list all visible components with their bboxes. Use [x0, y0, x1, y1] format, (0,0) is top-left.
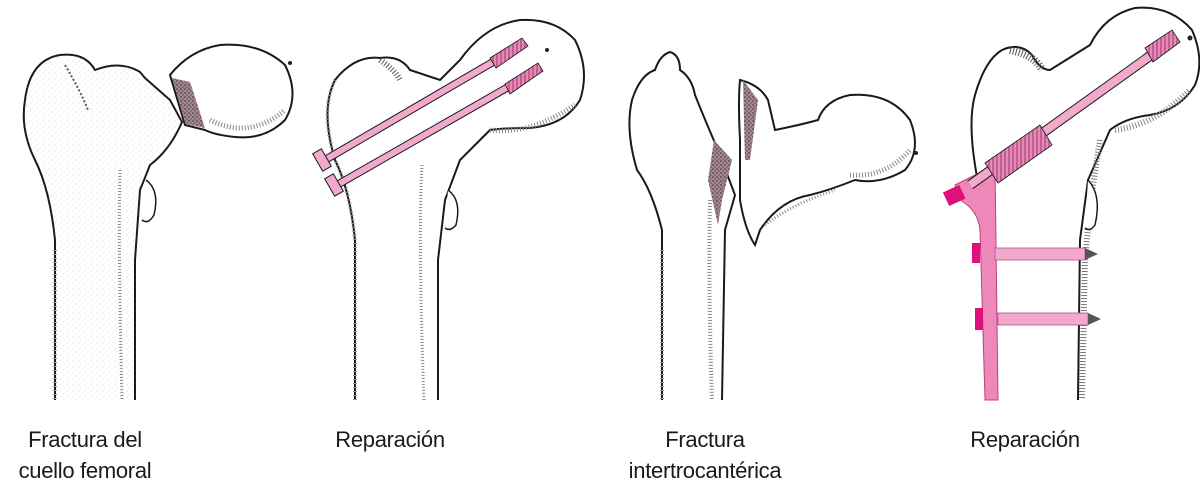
- caption-femoral-neck-repair: Reparación: [320, 424, 460, 455]
- caption-line-2: cuello femoral: [18, 458, 152, 483]
- panel-intertrochanteric-repair: Reparación: [940, 0, 1200, 452]
- caption-line-1: Reparación: [335, 427, 445, 452]
- femur-intertrochanteric-fracture-illustration: [628, 50, 918, 401]
- cortical-screw-upper: [994, 247, 1098, 261]
- side-plate: [942, 164, 999, 401]
- caption-line-1: Reparación: [970, 427, 1080, 452]
- caption-intertrochanteric-fracture: Fractura intertrocantérica: [600, 424, 810, 486]
- caption-line-1: Fractura del: [28, 427, 142, 452]
- femur-intertrochanteric-repair-illustration: [942, 6, 1200, 401]
- cortical-screw-lower: [997, 312, 1101, 326]
- caption-line-1: Fractura: [665, 427, 745, 452]
- cannulated-screw-upper: [311, 37, 529, 172]
- femur-neck-fracture-illustration: [22, 43, 294, 401]
- femur-neck-repair-illustration: [311, 18, 585, 401]
- lag-screw: [967, 29, 1181, 190]
- panel-femoral-neck-fracture: Fractura del cuello femoral: [0, 0, 300, 483]
- caption-line-2: intertrocantérica: [628, 458, 782, 483]
- cannulated-screw-lower: [323, 62, 544, 197]
- panel-femoral-neck-repair: Reparación: [300, 0, 600, 452]
- caption-intertrochanteric-repair: Reparación: [960, 424, 1090, 455]
- caption-femoral-neck-fracture: Fractura del cuello femoral: [0, 424, 170, 486]
- panel-intertrochanteric-fracture: Fractura intertrocantérica: [600, 0, 940, 483]
